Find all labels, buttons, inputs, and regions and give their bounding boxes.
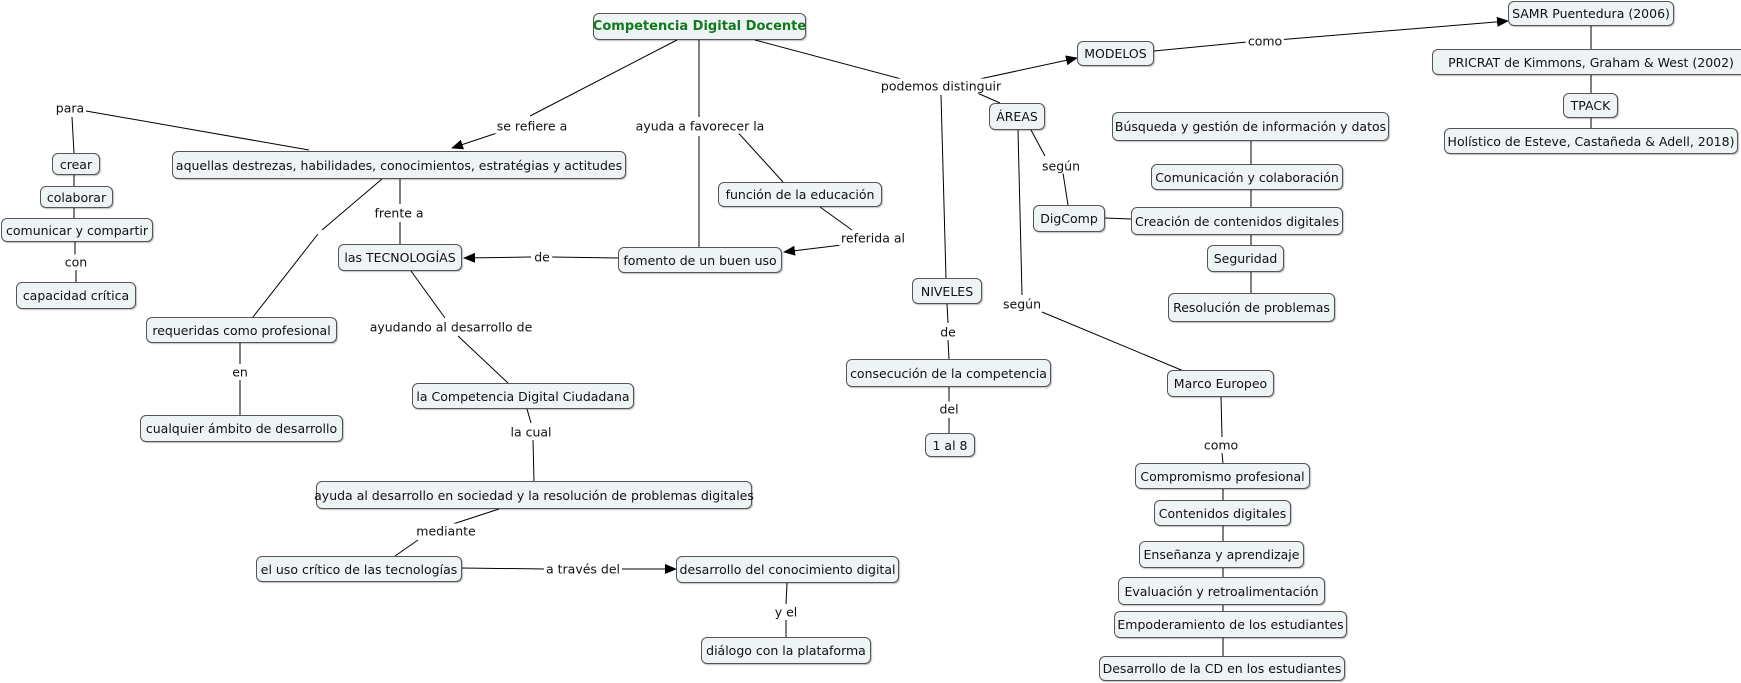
connector-line bbox=[394, 539, 419, 557]
link-label-se-refiere-a: se refiere a bbox=[494, 118, 570, 134]
connector-line bbox=[410, 270, 446, 319]
concept-modelos[interactable]: MODELOS bbox=[1077, 41, 1154, 66]
connector-line bbox=[783, 244, 843, 256]
concept-comunicacion-colaboracion[interactable]: Comunicación y colaboración bbox=[1151, 164, 1343, 190]
concept-dialogo-plataforma[interactable]: diálogo con la plataforma bbox=[701, 637, 871, 664]
concept-empoderamiento-estudiantes[interactable]: Empoderamiento de los estudiantes bbox=[1114, 611, 1347, 638]
connector-line bbox=[1041, 311, 1187, 373]
connector-line bbox=[252, 233, 319, 318]
concept-desarrollo-conocimiento-digital[interactable]: desarrollo del conocimiento digital bbox=[676, 556, 899, 583]
concept-capacidad-critica[interactable]: capacidad crítica bbox=[16, 282, 136, 309]
link-label-la-cual: la cual bbox=[508, 424, 554, 440]
link-label-segun-marco: según bbox=[1001, 296, 1043, 312]
connector-line bbox=[463, 252, 532, 263]
concept-evaluacion-retroalimentacion[interactable]: Evaluación y retroalimentación bbox=[1118, 577, 1325, 605]
concept-competencia-digital-ciudadana[interactable]: la Competencia Digital Ciudadana bbox=[412, 383, 634, 409]
connector-line bbox=[449, 508, 500, 526]
link-label-del: del bbox=[937, 401, 961, 417]
connector-line bbox=[85, 110, 310, 151]
concept-seguridad[interactable]: Seguridad bbox=[1207, 245, 1284, 272]
connector-line bbox=[732, 126, 784, 183]
concept-tpack[interactable]: TPACK bbox=[1563, 93, 1618, 118]
connector-line bbox=[946, 303, 949, 324]
connector-line bbox=[451, 131, 501, 150]
concept-desarrollo-cd-estudiantes[interactable]: Desarrollo de la CD en los estudiantes bbox=[1099, 656, 1345, 681]
connector-line bbox=[1030, 129, 1046, 157]
connector-line bbox=[526, 408, 532, 424]
connector-line bbox=[529, 39, 678, 117]
link-label-con: con bbox=[62, 254, 90, 270]
connector-line bbox=[1220, 396, 1223, 438]
connector-line bbox=[1276, 16, 1509, 41]
link-label-para: para bbox=[53, 100, 87, 116]
concept-contenidos-digitales[interactable]: Contenidos digitales bbox=[1154, 500, 1291, 526]
concept-niveles[interactable]: NIVELES bbox=[912, 278, 982, 304]
concept-busqueda-gestion[interactable]: Búsqueda y gestión de información y dato… bbox=[1112, 112, 1389, 141]
connector-line bbox=[532, 439, 535, 482]
link-label-como-marco: como bbox=[1201, 437, 1241, 453]
connector-line bbox=[940, 94, 947, 279]
concept-compromiso-profesional[interactable]: Compromismo profesional bbox=[1135, 463, 1310, 489]
connector-line bbox=[947, 339, 950, 360]
link-label-frente-a: frente a bbox=[372, 205, 426, 221]
link-label-a-traves-del: a través del bbox=[543, 561, 623, 577]
link-label-ayudando: ayudando al desarrollo de bbox=[367, 319, 535, 335]
connector-line bbox=[974, 55, 1078, 81]
concept-ensenanza-aprendizaje[interactable]: Enseñanza y aprendizaje bbox=[1139, 541, 1304, 568]
concept-samr[interactable]: SAMR Puentedura (2006) bbox=[1508, 1, 1674, 26]
connector-line bbox=[1017, 129, 1023, 296]
connector-line bbox=[785, 582, 788, 605]
concept-requeridas-como-profesional[interactable]: requeridas como profesional bbox=[146, 317, 337, 343]
link-label-de: de bbox=[532, 249, 552, 265]
concept-funcion-educacion[interactable]: función de la educación bbox=[718, 182, 882, 207]
connector-line bbox=[457, 335, 509, 384]
concept-pricrat[interactable]: PRICRAT de Kimmons, Graham & West (2002) bbox=[1432, 49, 1741, 75]
link-label-mediante: mediante bbox=[414, 523, 478, 539]
concept-digcomp[interactable]: DigComp bbox=[1033, 205, 1105, 232]
connector-line bbox=[819, 206, 853, 231]
link-label-en: en bbox=[230, 364, 250, 380]
link-label-y-el: y el bbox=[772, 604, 800, 620]
concept-las-tecnologias[interactable]: las TECNOLOGÍAS bbox=[338, 244, 462, 271]
link-label-ayuda-a-favorecer: ayuda a favorecer la bbox=[633, 118, 767, 134]
connector-line bbox=[754, 39, 906, 81]
connector-line bbox=[71, 116, 75, 154]
connector-line bbox=[460, 567, 547, 570]
connector-line bbox=[1221, 452, 1224, 464]
concept-crear[interactable]: crear bbox=[52, 153, 100, 175]
concept-cualquier-ambito[interactable]: cualquier ámbito de desarrollo bbox=[140, 415, 343, 442]
concept-marco-europeo[interactable]: Marco Europeo bbox=[1167, 370, 1274, 397]
connector-line bbox=[1062, 172, 1069, 206]
connector-line bbox=[321, 178, 383, 231]
connector-line bbox=[1104, 217, 1132, 220]
concept-resolucion-problemas[interactable]: Resolución de problemas bbox=[1168, 293, 1335, 322]
link-label-segun-digcomp: según bbox=[1040, 158, 1082, 174]
connector-line bbox=[1153, 41, 1248, 52]
link-label-podemos-distinguir: podemos distinguir bbox=[878, 78, 1004, 94]
concept-1-al-8[interactable]: 1 al 8 bbox=[925, 433, 975, 457]
link-label-referida-al: referida al bbox=[839, 230, 907, 246]
link-label-de-niveles: de bbox=[938, 324, 958, 340]
concept-areas[interactable]: ÁREAS bbox=[989, 103, 1045, 130]
concept-destrezas[interactable]: aquellas destrezas, habilidades, conocim… bbox=[172, 151, 626, 179]
concept-consecucion-competencia[interactable]: consecución de la competencia bbox=[846, 359, 1051, 387]
concept-uso-critico-tecnologias[interactable]: el uso crítico de las tecnologías bbox=[256, 556, 462, 582]
connector-line bbox=[974, 91, 1001, 104]
concept-fomento-buen-uso[interactable]: fomento de un buen uso bbox=[618, 247, 782, 273]
link-label-como-modelos: como bbox=[1245, 33, 1285, 49]
connector-line bbox=[550, 256, 619, 259]
concept-creacion-contenidos[interactable]: Creación de contenidos digitales bbox=[1131, 207, 1343, 235]
concept-holistico[interactable]: Holístico de Esteve, Castañeda & Adell, … bbox=[1444, 128, 1738, 154]
concept-competencia-digital-docente[interactable]: Competencia Digital Docente bbox=[593, 13, 806, 40]
concept-comunicar-y-compartir[interactable]: comunicar y compartir bbox=[1, 218, 153, 242]
concept-ayuda-desarrollo-sociedad[interactable]: ayuda al desarrollo en sociedad y la res… bbox=[314, 481, 754, 509]
concept-colaborar[interactable]: colaborar bbox=[40, 186, 113, 208]
